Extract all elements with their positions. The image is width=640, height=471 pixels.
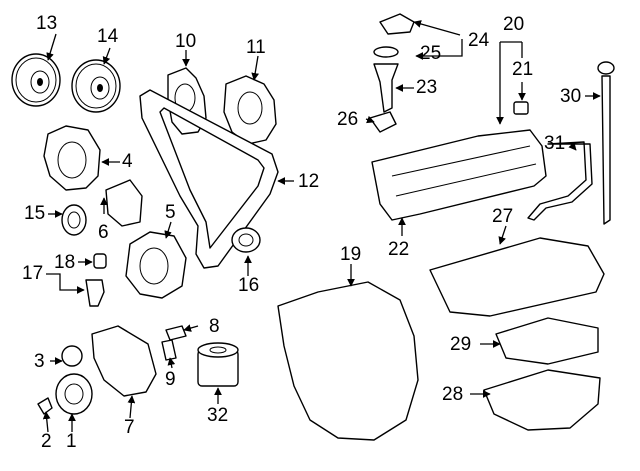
- callout-19: 19: [340, 244, 362, 265]
- callout-8: 8: [209, 316, 220, 337]
- callout-7: 7: [124, 417, 135, 438]
- dipstick-tube-31[interactable]: [527, 141, 593, 221]
- valve-cover-22[interactable]: [371, 129, 547, 221]
- callout-1: 1: [66, 431, 77, 452]
- callout-5: 5: [165, 202, 176, 223]
- callout-6: 6: [98, 222, 109, 243]
- gasket-26[interactable]: [369, 111, 397, 133]
- lower-timing-cover-7[interactable]: [91, 325, 157, 397]
- camshaft-pulley-13[interactable]: [11, 53, 61, 107]
- oil-filler-cap-24[interactable]: [379, 13, 415, 35]
- callout-13: 13: [36, 13, 58, 34]
- callout-12: 12: [298, 171, 320, 192]
- sensor-18[interactable]: [93, 253, 107, 269]
- callout-25: 25: [420, 43, 442, 64]
- callout-17: 17: [22, 263, 44, 284]
- callout-14: 14: [97, 26, 119, 47]
- callout-16: 16: [238, 275, 260, 296]
- oil-filter-32[interactable]: [197, 342, 239, 387]
- callout-20: 20: [503, 14, 525, 35]
- bolt-2[interactable]: [37, 397, 53, 415]
- callout-26: 26: [337, 109, 359, 130]
- callout-21: 21: [512, 59, 534, 80]
- oil-pan-28[interactable]: [483, 369, 601, 431]
- pulley-housing-5[interactable]: [125, 231, 187, 299]
- callout-29: 29: [450, 334, 472, 355]
- engine-block-19[interactable]: [277, 281, 419, 441]
- idler-15[interactable]: [61, 204, 87, 236]
- idler-pulley-16[interactable]: [231, 227, 261, 253]
- callout-3: 3: [34, 351, 45, 372]
- bracket-6[interactable]: [105, 179, 143, 227]
- baffle-29[interactable]: [495, 317, 599, 365]
- callout-10: 10: [175, 31, 197, 52]
- callout-23: 23: [416, 77, 438, 98]
- gasket-9[interactable]: [161, 339, 177, 361]
- small-gear-3[interactable]: [61, 345, 83, 367]
- callout-28: 28: [442, 384, 464, 405]
- gasket-8[interactable]: [165, 325, 187, 341]
- crank-pulley-1[interactable]: [55, 373, 93, 415]
- callout-22: 22: [388, 239, 410, 260]
- timing-belt-12[interactable]: [139, 89, 279, 269]
- oil-pan-gasket-27[interactable]: [429, 237, 605, 317]
- callout-30: 30: [560, 86, 582, 107]
- filler-tube-23[interactable]: [373, 63, 399, 113]
- callout-31: 31: [544, 133, 566, 154]
- callout-27: 27: [492, 206, 514, 227]
- callout-18: 18: [54, 252, 76, 273]
- callout-15: 15: [24, 203, 46, 224]
- callout-24: 24: [468, 30, 490, 51]
- callout-32: 32: [207, 405, 229, 426]
- sensor-17[interactable]: [85, 279, 105, 307]
- filler-gasket-25[interactable]: [373, 46, 399, 58]
- callout-4: 4: [122, 151, 133, 172]
- camshaft-pulley-14[interactable]: [71, 59, 121, 113]
- dipstick-30[interactable]: [597, 61, 615, 225]
- cap-21[interactable]: [513, 101, 529, 115]
- callout-9: 9: [165, 369, 176, 390]
- water-pump-4[interactable]: [43, 125, 101, 191]
- callout-11: 11: [246, 37, 266, 58]
- callout-2: 2: [41, 431, 52, 452]
